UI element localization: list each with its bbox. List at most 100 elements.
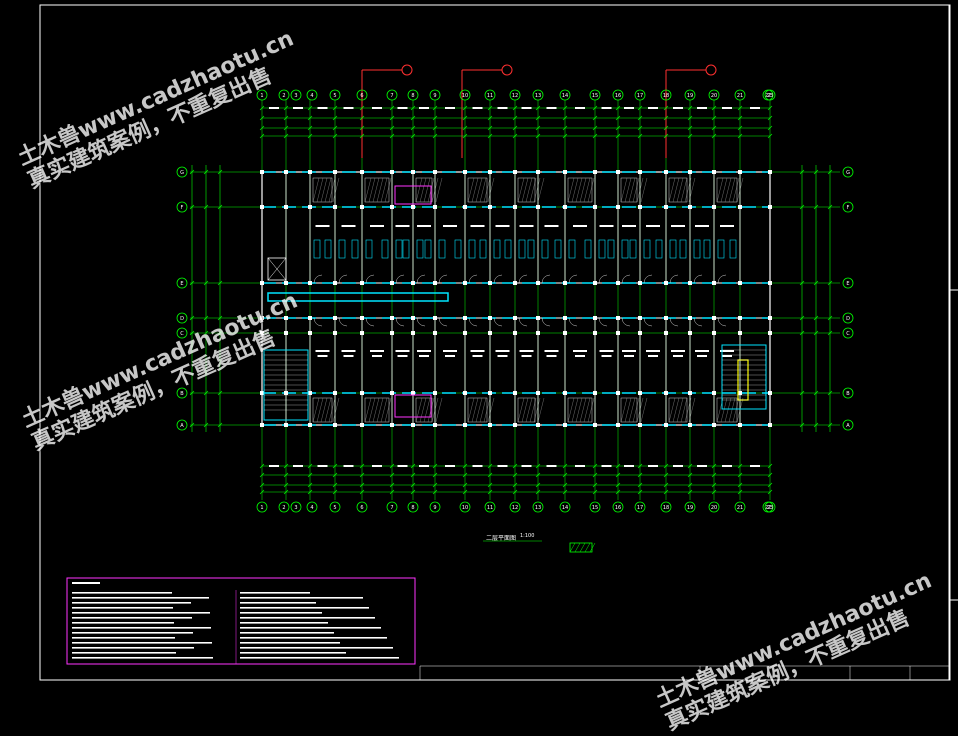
- room-label: [720, 350, 734, 352]
- room-label: [370, 350, 384, 352]
- dimension-tick: [189, 315, 195, 321]
- room-label: [343, 355, 354, 357]
- dimension-tick: [432, 489, 438, 495]
- hatch: [587, 177, 595, 203]
- axis-bubble: [532, 89, 544, 101]
- axis-label: 4: [310, 505, 313, 511]
- dimension-tick: [307, 105, 313, 111]
- dimension-tick: [283, 133, 289, 139]
- column: [488, 316, 492, 320]
- hatch: [680, 177, 688, 203]
- column: [411, 391, 415, 395]
- hatch: [668, 397, 676, 423]
- column: [664, 281, 668, 285]
- dimension-tick: [512, 105, 518, 111]
- door-swing: [621, 274, 631, 284]
- column: [333, 423, 337, 427]
- dimension-tick: [799, 330, 805, 336]
- dimension-tick: [432, 472, 438, 478]
- door-swing: [395, 274, 405, 284]
- column: [411, 423, 415, 427]
- dimension-tick: [462, 482, 468, 488]
- column: [390, 391, 394, 395]
- dimension-tick: [813, 422, 819, 428]
- column: [712, 331, 716, 335]
- dimension-tick: [562, 489, 568, 495]
- fixture: [541, 239, 549, 259]
- room-label: [372, 355, 382, 357]
- axis-label: 3: [294, 93, 297, 99]
- door-swing: [493, 274, 503, 284]
- column: [616, 331, 620, 335]
- column: [284, 391, 288, 395]
- column: [284, 331, 288, 335]
- column: [308, 170, 312, 174]
- axis-label: 9: [433, 505, 436, 511]
- room-label: [419, 355, 429, 357]
- column: [463, 316, 467, 320]
- dimension-text: [317, 107, 328, 109]
- hatch: [680, 397, 688, 423]
- column: [513, 331, 517, 335]
- axis-label: 17: [637, 93, 643, 99]
- hatch: [364, 397, 372, 423]
- dimension-tick: [711, 489, 717, 495]
- room-label: [341, 225, 356, 227]
- hatch: [423, 397, 431, 423]
- dimension-text: [624, 465, 634, 467]
- room-label: [395, 225, 410, 227]
- axis-label: 19: [687, 505, 693, 511]
- column: [768, 423, 772, 427]
- hatch: [487, 397, 495, 423]
- dimension-tick: [592, 125, 598, 131]
- axis-label: E: [180, 281, 183, 287]
- hatch: [471, 397, 479, 423]
- fixture: [629, 239, 637, 259]
- axis-label: B: [180, 391, 184, 397]
- hatch: [716, 177, 724, 203]
- column: [333, 281, 337, 285]
- dimension-text: [343, 107, 354, 109]
- dimension-tick: [592, 482, 598, 488]
- dimension-tick: [203, 169, 209, 175]
- column: [411, 205, 415, 209]
- fixture: [365, 239, 373, 259]
- axis-label: 4: [310, 93, 313, 99]
- hatch: [517, 397, 525, 423]
- axis-bubble: [329, 89, 341, 101]
- axis-label: 11: [487, 505, 493, 511]
- column: [433, 316, 437, 320]
- dimension-tick: [535, 463, 541, 469]
- column: [360, 331, 364, 335]
- dimension-tick: [283, 115, 289, 121]
- dimension-tick: [359, 115, 365, 121]
- axis-label: 1: [260, 93, 263, 99]
- room-label: [472, 355, 483, 357]
- dimension-tick: [410, 115, 416, 121]
- column: [638, 281, 642, 285]
- dimension-tick: [592, 463, 598, 469]
- fixture: [643, 239, 651, 259]
- hatch: [624, 397, 632, 423]
- notes-text: [72, 637, 175, 639]
- notes-text: [72, 612, 210, 614]
- axis-bubble: [278, 89, 290, 101]
- hatch: [471, 177, 479, 203]
- dimension-tick: [307, 125, 313, 131]
- axis-label: E: [846, 281, 849, 287]
- column: [308, 316, 312, 320]
- column: [488, 205, 492, 209]
- room-label: [443, 225, 457, 227]
- axis-label: 11: [487, 93, 493, 99]
- column: [333, 391, 337, 395]
- notes-text: [240, 657, 399, 659]
- dimension-tick: [283, 482, 289, 488]
- notes-text: [72, 642, 212, 644]
- fixture: [607, 239, 615, 259]
- fixture: [324, 239, 332, 259]
- dimension-text: [601, 465, 612, 467]
- axis-bubble: [842, 327, 854, 339]
- axis-bubble: [176, 201, 188, 213]
- dimension-tick: [827, 169, 833, 175]
- fixture: [313, 239, 321, 259]
